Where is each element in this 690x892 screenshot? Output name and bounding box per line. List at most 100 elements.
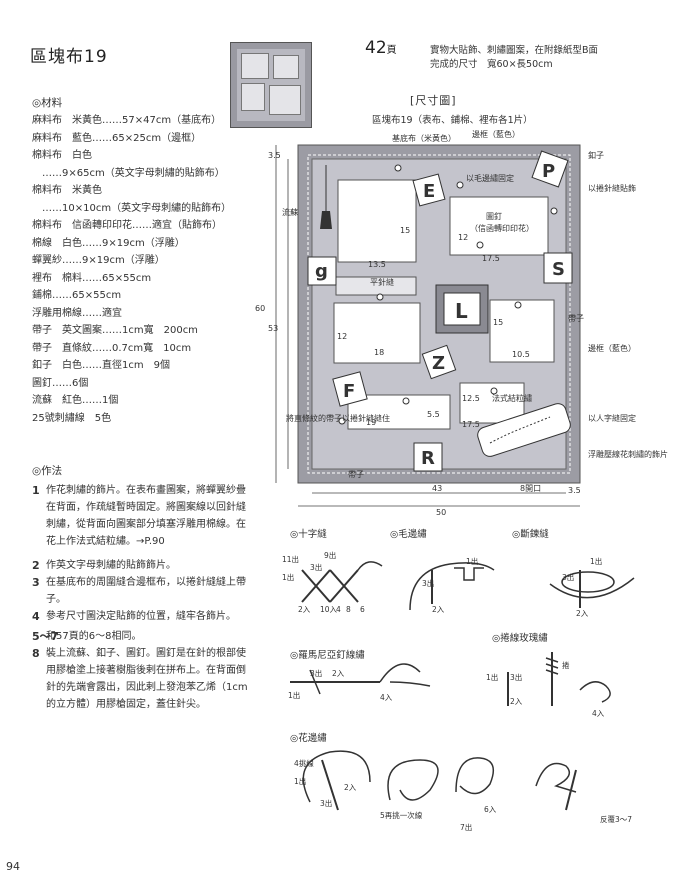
finished-size: 完成的尺寸 寬60×長50cm [430,59,553,70]
dim-3.5-right: 3.5 [568,486,581,495]
svg-text:5再挑一次線: 5再挑一次線 [380,810,423,820]
stitch-roumanian-label: ◎羅馬尼亞釘線繡 [290,650,365,661]
svg-text:7出: 7出 [460,822,472,832]
svg-text:4挑線: 4挑線 [294,758,314,768]
stitch-diagrams: 11出 9出 1出 3出 2入 10入 4 8 6 3出 1出 2入 1出 3出… [282,550,635,832]
svg-text:19: 19 [366,418,376,427]
material-item: 浮雕用棉線……適宜 [32,307,122,319]
size-diagram: E P g S L Z F R 3.5 60 53 15 12 13.5 17.… [255,129,668,517]
svg-text:g: g [315,261,328,282]
svg-text:11出: 11出 [282,554,299,564]
material-item: 棉線 白色……9×19cm（浮雕） [32,237,185,249]
step-number: 4 [32,610,40,623]
svg-text:12: 12 [458,233,468,242]
material-item: 棉料布 米黃色 [32,185,102,196]
svg-text:8: 8 [346,605,351,614]
ribbon-line [307,154,571,474]
svg-text:4入: 4入 [380,693,393,702]
svg-text:17.5: 17.5 [462,420,480,429]
svg-text:E: E [423,181,435,202]
svg-text:9出: 9出 [324,550,336,560]
size-diagram-subheading: 區塊布19（表布、鋪棉、裡布各1片） [372,115,533,126]
svg-text:3出: 3出 [510,672,522,682]
material-item: 帶子 直條紋……0.7cm寬 10cm [32,342,192,354]
card-strip [335,276,417,296]
step-text: 作花刺繡的飾片。在表布畫圖案，將蟬翼紗疊在背面，作疏縫暫時固定。將圖案線以回針縫… [46,485,246,547]
stitch-rose-label: ◎捲線玫瑰繡 [492,633,548,644]
svg-text:反覆3〜7: 反覆3〜7 [600,814,632,824]
svg-text:F: F [343,381,355,402]
svg-text:將直條紋的帶子以捲針縫縫住: 將直條紋的帶子以捲針縫縫住 [286,413,390,423]
material-item: 棉料布 白色 [32,150,92,161]
svg-text:捲: 捲 [562,660,570,670]
svg-text:2入: 2入 [432,605,445,614]
method-heading: ◎作法 [32,465,63,477]
card-b [449,196,549,256]
materials-heading: ◎材料 [32,97,63,109]
letter-tile-Z: Z [421,344,457,380]
svg-text:帶子: 帶子 [348,470,364,479]
svg-text:以毛邊繡固定: 以毛邊繡固定 [466,173,514,183]
roumanian-stitch-diagram: 1出 3出 2入 4入 [288,663,431,702]
material-item: 蟬翼紗……9×19cm（浮雕） [32,255,165,266]
svg-text:2入: 2入 [576,609,589,618]
blanket-stitch-diagram: 3出 1出 2入 [409,556,495,614]
svg-text:5.5: 5.5 [427,410,440,419]
letter-L: L [455,299,468,323]
svg-text:釦子: 釦子 [588,150,604,160]
dim-53: 53 [268,324,278,333]
method-step: 3 在基底布的周圍縫合邊框布，以捲針縫縫上帶子。 [32,574,250,608]
svg-text:邊框（藍色）: 邊框（藍色） [472,129,520,139]
feather-stitch-diagram: 4挑線 1出 3出 2入 5再挑一次線 6入 7出 反覆3〜7 [294,750,632,832]
svg-text:2入: 2入 [510,697,523,706]
card-e [347,394,451,430]
svg-text:4入: 4入 [592,709,605,718]
material-item: 帶子 英文圖案……1cm寬 200cm [32,325,198,336]
svg-text:帶子: 帶子 [568,314,584,323]
letter-tile-S: S [543,252,573,284]
step-text: 參考尺寸圖決定貼飾的位置，縫牢各飾片。 [46,611,236,622]
svg-text:3出: 3出 [310,562,322,572]
material-item: 裡布 棉料……65×55cm [32,272,152,284]
svg-text:3出: 3出 [562,572,574,582]
svg-text:6: 6 [360,605,365,614]
svg-text:17.5: 17.5 [482,254,500,263]
svg-text:1出: 1出 [288,690,300,700]
svg-text:10.5: 10.5 [512,350,530,359]
svg-text:S: S [552,259,565,280]
rose-stitch-diagram: 1出 3出 捲 2入 4入 [486,652,611,718]
material-item: 麻料布 米黃色……57×47cm（基底布） [32,115,222,126]
svg-text:2入: 2入 [298,605,311,614]
cross-stitch-diagram: 11出 9出 1出 3出 2入 10入 4 8 6 [282,550,383,614]
svg-text:3出: 3出 [422,578,434,588]
material-item: 鋪棉……65×55cm [32,290,122,301]
letter-tile-g: g [307,256,337,286]
svg-text:18: 18 [374,348,384,357]
chain-stitch-diagram: 1出 3出 2入 [549,556,635,618]
page-number: 94 [6,860,20,873]
letter-tile-E: E [412,173,446,207]
svg-text:Z: Z [432,353,445,374]
step-number: 1 [32,484,40,497]
project-thumbnail [230,42,312,128]
method-step: 1 作花刺繡的飾片。在表布畫圖案，將蟬翼紗疊在背面，作疏縫暫時固定。將圖案線以回針… [32,482,250,550]
step-text: 在基底布的周圍縫合邊框布，以捲針縫縫上帶子。 [46,577,246,605]
material-item: 棉料布 信函轉印印花……適宜（貼飾布） [32,220,222,231]
material-item: ……9×65cm（英文字母刺繡的貼飾布） [32,167,225,179]
svg-text:1出: 1出 [294,776,306,786]
dim-60: 60 [255,304,265,313]
svg-text:流蘇: 流蘇 [282,207,298,217]
step-number: 5〜7 [32,630,59,643]
flower-patch [477,403,571,457]
svg-text:10入: 10入 [320,605,338,614]
svg-text:2入: 2入 [332,669,345,678]
svg-text:3出: 3出 [310,668,322,678]
material-item: 麻料布 藍色……65×25cm（邊框） [32,132,202,144]
svg-text:邊框（藍色）: 邊框（藍色） [588,343,636,353]
svg-text:2入: 2入 [344,783,357,792]
step-number: 3 [32,576,40,589]
svg-text:13.5: 13.5 [368,260,386,269]
